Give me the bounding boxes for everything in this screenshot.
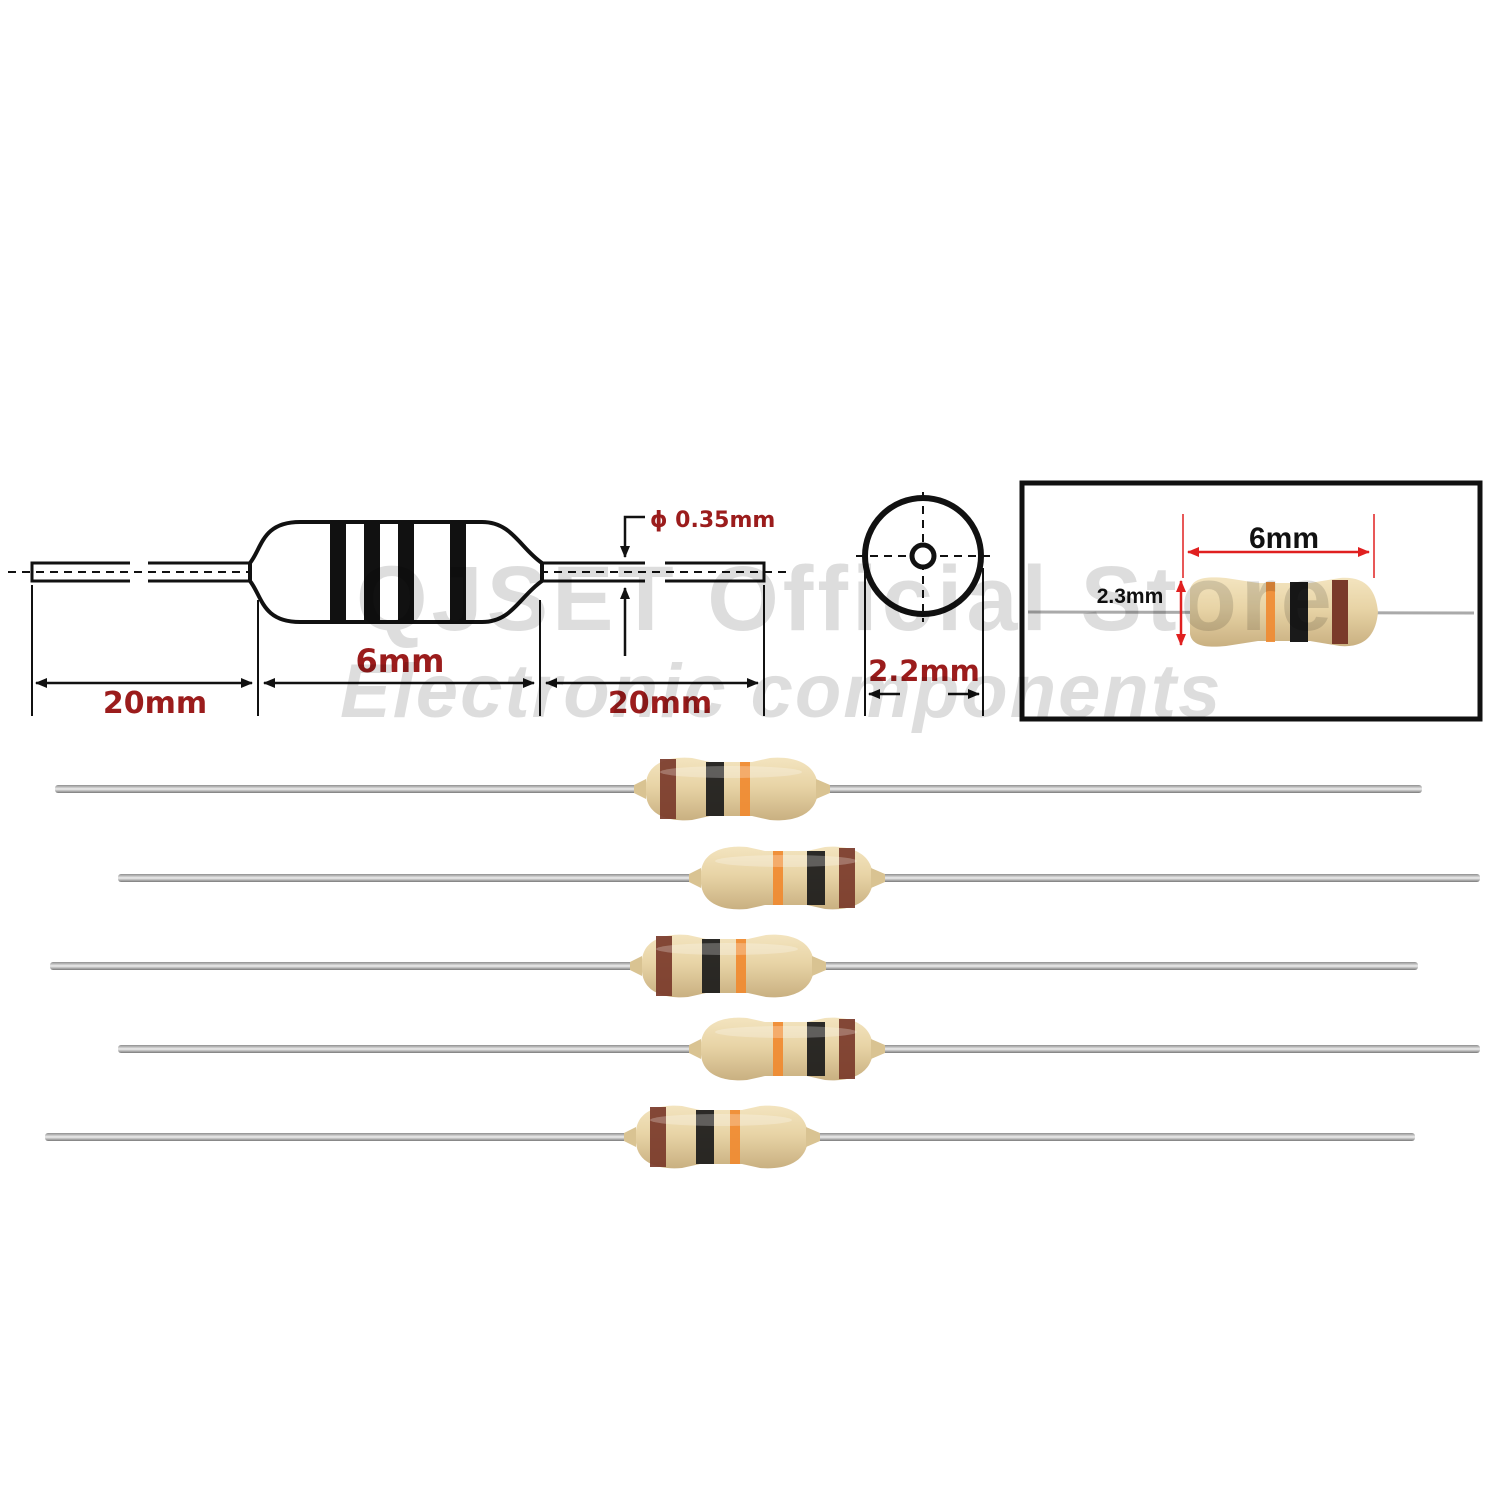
right-lead: [542, 561, 766, 583]
left-lead: [30, 561, 250, 583]
resistor-tip: [812, 956, 826, 976]
dim-lead-right: 20mm: [608, 686, 712, 721]
dim-body-diameter: 2.2mm: [868, 654, 980, 688]
drawing-band-3: [398, 524, 414, 620]
color-band-black: [807, 1022, 825, 1076]
resistor-body: [645, 757, 818, 821]
resistor-body: [700, 846, 873, 910]
color-band-black: [706, 762, 724, 816]
resistor-body: [700, 1017, 873, 1081]
color-band-black: [807, 851, 825, 905]
resistor-tip: [806, 1127, 820, 1147]
resistor-photo: [118, 846, 1480, 910]
resistor-photos: [45, 757, 1480, 1169]
resistor-photo: [118, 1017, 1480, 1081]
resistor-body: [641, 934, 814, 998]
color-band-brown: [660, 759, 676, 819]
color-band-orange: [773, 1022, 783, 1076]
lead-diameter-callout: [620, 515, 645, 656]
inset-resistor: [1190, 577, 1378, 647]
inset-height-label: 2.3mm: [1097, 585, 1164, 608]
resistor-highlight: [715, 855, 857, 867]
resistor-highlight: [650, 1114, 792, 1126]
photo-inset: 6mm 2.3mm: [1019, 480, 1483, 722]
resistor-highlight: [660, 766, 802, 778]
resistor-tip: [689, 1039, 701, 1059]
resistor-tip: [689, 868, 701, 888]
extension-lines: [31, 585, 765, 716]
color-band-brown: [656, 936, 672, 996]
color-band-orange: [736, 939, 746, 993]
resistor-tip: [624, 1127, 636, 1147]
color-band-orange: [730, 1110, 740, 1164]
watermark-line-2: Electronic components: [340, 649, 1222, 734]
color-band-black: [696, 1110, 714, 1164]
color-band-brown: [839, 1019, 855, 1079]
color-band-brown: [650, 1107, 666, 1167]
resistor-highlight: [715, 1026, 857, 1038]
resistor-photo: [55, 757, 1422, 821]
resistor-tip: [816, 779, 830, 799]
watermark-line-1: QJSET Official Store: [356, 548, 1336, 650]
resistor-photo: [45, 1105, 1415, 1169]
resistor-tip: [630, 956, 642, 976]
color-band-orange: [773, 851, 783, 905]
resistor-photo: [50, 934, 1418, 998]
color-band-black: [702, 939, 720, 993]
dim-lead-diameter: ϕ 0.35mm: [650, 508, 775, 533]
inset-red-dimensions: [1176, 514, 1375, 646]
resistor-body: [635, 1105, 808, 1169]
color-band-brown: [839, 848, 855, 908]
drawing-band-4: [450, 524, 466, 620]
color-band-orange: [740, 762, 750, 816]
watermark: QJSET Official Store Electronic componen…: [340, 548, 1336, 734]
drawing-band-2: [364, 524, 380, 620]
inset-length-label: 6mm: [1249, 522, 1319, 555]
dim-lead-left: 20mm: [103, 686, 207, 721]
drawing-band-1: [330, 524, 346, 620]
technical-drawing: 20mm 6mm 20mm ϕ 0.35mm 2.2mm: [8, 492, 996, 721]
dim-body-length: 6mm: [356, 642, 445, 680]
end-view: [856, 492, 996, 716]
resistor-tip: [871, 1039, 885, 1059]
resistor-highlight: [656, 943, 798, 955]
resistor-tip: [634, 779, 646, 799]
resistor-tip: [871, 868, 885, 888]
